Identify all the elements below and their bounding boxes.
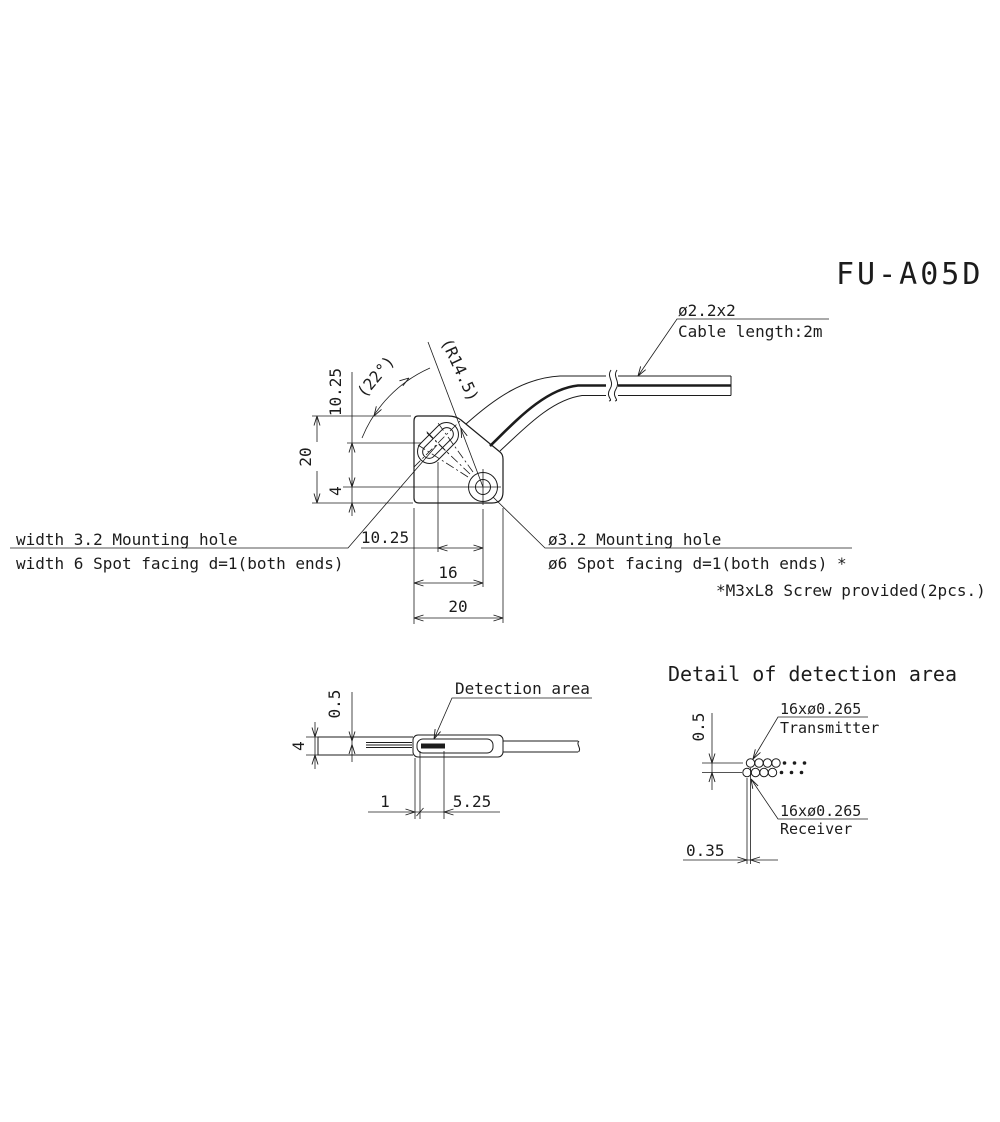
detail-title: Detail of detection area [668,662,957,686]
round-hole-label-line2: ø6 Spot facing d=1(both ends) * [548,554,847,573]
side-body-outline [317,736,413,756]
transmitter-fiber-row [745,758,807,768]
detail-extension-lines [683,713,778,864]
dim-fiber-offset-label: 0.5 [325,690,344,719]
transmitter-label: Transmitter [780,719,879,737]
dim-hole-left-label: 16 [438,563,457,582]
cable-outline [465,369,732,452]
extension-lines [312,415,504,624]
side-fiber-lines [366,742,412,748]
side-head-outline [412,734,504,758]
top-view: FU-A05D ø2.2x2 Cable length:2m (22°) (R1… [10,257,986,624]
dim-hole-bottom-label: 4 [326,486,345,496]
screw-note: *M3xL8 Screw provided(2pcs.) [716,581,986,600]
detection-area-bar [421,743,445,749]
dim-row-gap-label: 0.5 [689,713,708,742]
radius-dim-line [427,341,484,488]
dim-thickness-label: 4 [289,741,308,751]
dim-slot-vertical-label: 10.25 [326,368,345,416]
detection-label-leader [433,697,592,740]
cable-label-leader [637,318,829,377]
dim-width-label: 20 [448,597,467,616]
receiver-label: Receiver [780,820,852,838]
hole-label-leader [492,496,852,549]
round-hole-label-line1: ø3.2 Mounting hole [548,530,721,549]
angle-dim-arc [361,367,431,439]
dim-radius-label: (R14.5) [437,335,483,404]
cable-length-label: Cable length:2m [678,322,823,341]
cable-spec-label: ø2.2x2 [678,301,736,320]
slot-hole-label-line1: width 3.2 Mounting hole [16,530,238,549]
dim-height-label: 20 [296,447,315,466]
dim-pitch-label: 0.35 [686,841,725,860]
receiver-spec-label: 16xø0.265 [780,802,861,820]
side-head-inner-outline [416,738,494,754]
transmitter-spec-label: 16xø0.265 [780,700,861,718]
detail-view: Detail of detection area 0.5 16xø0.265 [668,662,957,864]
detection-area-label: Detection area [455,679,590,698]
side-cable [503,740,581,753]
cable-break-mark [607,369,619,402]
transmitter-label-leader [752,716,868,760]
product-title: FU-A05D [836,257,983,292]
side-extension-lines [306,692,500,819]
receiver-fiber-row [742,767,804,778]
slot-arc-centerlines [417,422,474,478]
slot-hole-label-line2: width 6 Spot facing d=1(both ends) [16,554,344,573]
dim-slot-horizontal-label: 10.25 [361,528,409,547]
slot-mounting-hole [413,418,463,468]
receiver-label-leader [750,778,868,820]
sensor-head-outline [413,415,504,504]
cable-core-line [489,384,731,447]
slot-label-leader [10,444,438,549]
dim-detection-offset-label: 1 [380,792,390,811]
dim-detection-length-label: 5.25 [453,792,492,811]
side-view: Detection area 0.5 4 1 5.25 [289,679,592,819]
